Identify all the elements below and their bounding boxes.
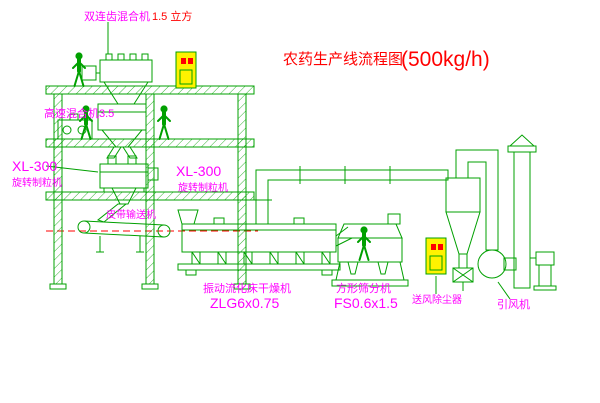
- cabinet-red-mark-1: [181, 58, 186, 64]
- label-air-duster: 送风除尘器: [412, 293, 462, 306]
- y-chute-right: [122, 146, 138, 159]
- leader-granulator: [45, 165, 99, 173]
- motor-base: [533, 285, 557, 291]
- duct-run: [255, 169, 449, 224]
- dryer-foot-right: [321, 269, 333, 276]
- fluid-bed-dryer: [177, 209, 341, 276]
- feeder-roll-1: [62, 125, 72, 135]
- feeder-inlet: [69, 113, 79, 121]
- valve-diag-2: [452, 267, 474, 283]
- drawing-title: 农药生产线流程图: [283, 51, 403, 68]
- mixer-inlet-1: [105, 53, 113, 61]
- dryer-inlet-hopper: [177, 209, 199, 225]
- footing-left: [49, 283, 67, 290]
- belt-conveyor: [77, 220, 171, 253]
- floor-beam-top: [45, 85, 255, 95]
- label-double-shaft-mixer: 双连齿混合机: [84, 9, 150, 23]
- mixer-inlet-2: [117, 53, 125, 61]
- label-granulator-right-name: 旋转制粒机: [178, 181, 228, 194]
- person-near-sifter: [356, 224, 372, 262]
- person-top-floor: [71, 50, 87, 88]
- roller-feeder: [57, 113, 93, 140]
- control-cabinet-upper: [175, 51, 197, 89]
- induced-draft-fan: [477, 249, 557, 291]
- belt-top: [83, 220, 165, 226]
- label-granulator-left-model: XL-300: [12, 158, 57, 174]
- granulator-body: [99, 163, 149, 189]
- drawing-title-capacity: (500kg/h): [401, 48, 490, 71]
- granulator-discharge-cone: [111, 187, 137, 205]
- label-granulator-right-model: XL-300: [176, 163, 221, 179]
- dryer-springs: [191, 251, 331, 265]
- label-granulator-left-name: 旋转制粒机: [12, 176, 62, 189]
- fan-outlet: [503, 257, 517, 271]
- sifter-cover: [337, 223, 403, 239]
- cyclone-separator: [445, 149, 499, 291]
- column-mid: [145, 93, 155, 285]
- exhaust-stack: [507, 134, 537, 289]
- dryer-stub-2: [293, 217, 305, 225]
- sifter-feed-chute-2: [335, 237, 353, 247]
- sifter-motor: [387, 213, 401, 225]
- label-dryer: 振动流化床干燥机: [203, 281, 291, 295]
- sifter-spring-right: [399, 261, 405, 281]
- cabinet-red-mark-2: [188, 58, 193, 64]
- dryer-foot-left: [185, 269, 197, 276]
- y-chute-left: [106, 146, 122, 159]
- mixer-inlet-4: [141, 53, 149, 61]
- cabinet-red-mark-1: [431, 244, 436, 250]
- mixer-inlet-3: [129, 53, 137, 61]
- label-sifter: 方形筛分机: [336, 281, 391, 295]
- cyclone-dip-pipe: [458, 253, 468, 269]
- label-high-speed-mixer: 高速混合机3.5: [44, 106, 114, 120]
- footing-right: [233, 283, 251, 290]
- exhaust-duct: [252, 166, 449, 224]
- square-sifter: [331, 213, 409, 287]
- cyclone-outlet-pipe: [455, 149, 499, 251]
- cyclone-cone: [445, 211, 481, 255]
- label-dryer-model: ZLG6x0.75: [210, 295, 279, 311]
- leader-fan: [497, 281, 511, 300]
- stack-cone-top: [508, 134, 536, 147]
- double-shaft-mixer: [81, 53, 153, 105]
- fan-motor: [535, 251, 555, 266]
- sifter-outlet-2: [377, 261, 389, 275]
- sifter-base: [331, 279, 409, 287]
- control-cabinet-lower: [425, 237, 447, 275]
- label-belt-conveyor: 皮带输送机: [106, 208, 156, 221]
- granulator-motor: [147, 167, 159, 181]
- cyclone-cylinder: [445, 177, 481, 213]
- label-double-shaft-mixer-spec: 1.5 立方: [152, 9, 192, 23]
- belt-bottom: [83, 232, 165, 238]
- footing-mid: [141, 283, 159, 290]
- sifter-spring-left: [335, 261, 341, 281]
- sifter-body: [337, 237, 403, 263]
- cabinet-panel: [429, 255, 443, 271]
- stack-cap: [507, 145, 537, 153]
- dryer-stub-1: [213, 217, 225, 225]
- dryer-body: [181, 223, 337, 253]
- mixer-body: [99, 59, 153, 83]
- sifter-feed-chute-1: [335, 226, 349, 237]
- person-mid-floor-right: [156, 103, 172, 141]
- building-frame: [45, 85, 255, 290]
- leader-lines: [45, 22, 511, 300]
- column-right: [237, 93, 247, 285]
- sifter-outlet-1: [347, 261, 359, 275]
- label-sifter-model: FS0.6x1.5: [334, 295, 398, 311]
- label-induced-fan: 引风机: [497, 297, 530, 311]
- cabinet-panel: [179, 69, 193, 85]
- high-speed-mixer: [97, 103, 147, 159]
- dryer-base: [177, 263, 341, 271]
- cabinet-red-mark-2: [438, 244, 443, 250]
- fan-scroll: [477, 249, 507, 279]
